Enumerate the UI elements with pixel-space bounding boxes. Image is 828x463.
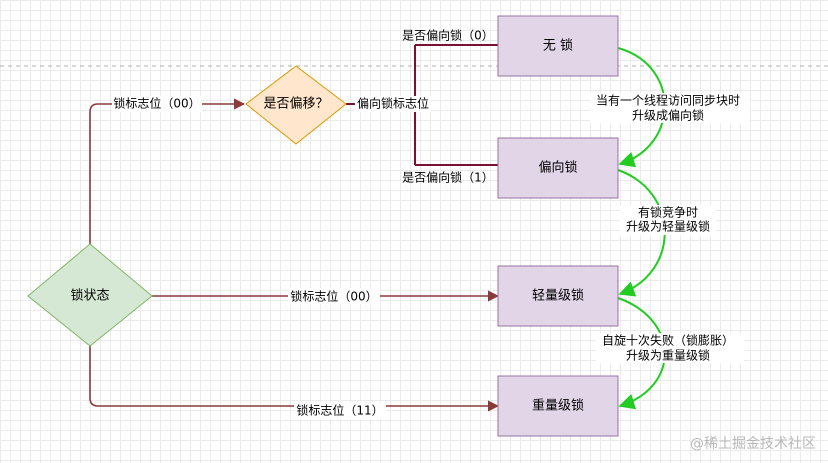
edge-label-to-isbiased: 锁标志位（00）	[113, 96, 200, 111]
edge-label-to-lightweight: 锁标志位（00）	[290, 289, 377, 304]
transition-label-light-to-heavy-line1: 自旋十次失败（锁膨胀）	[602, 333, 734, 348]
node-lock-state[interactable]: 锁状态	[27, 243, 153, 347]
transition-label-biased-to-light-line2: 升级为轻量级锁	[626, 219, 710, 234]
edge-label-to-heavyweight: 锁标志位（11）	[296, 403, 383, 418]
edge-label-branch: 偏向锁标志位	[357, 96, 429, 111]
edge-label-to-no-lock: 是否偏向锁（0）	[402, 28, 494, 43]
node-lightweight-lock[interactable]: 轻量级锁	[497, 265, 619, 327]
watermark: @稀土掘金技术社区	[690, 436, 816, 452]
node-heavyweight-lock-label: 重量级锁	[532, 398, 584, 414]
node-biased-lock-label: 偏向锁	[538, 160, 577, 176]
transition-label-biased-to-light-line1: 有锁竞争时	[638, 205, 698, 220]
node-biased-lock[interactable]: 偏向锁	[497, 137, 619, 199]
node-heavyweight-lock[interactable]: 重量级锁	[497, 375, 619, 437]
node-lightweight-lock-label: 轻量级锁	[532, 288, 584, 304]
node-no-lock[interactable]: 无 锁	[497, 15, 619, 77]
node-is-biased[interactable]: 是否偏移？	[245, 65, 347, 145]
edge-state-to-heavyweight	[89, 346, 500, 412]
transition-label-light-to-heavy-line2: 升级为重量级锁	[626, 348, 710, 363]
transition-label-no-to-biased-line2: 升级成偏向锁	[632, 108, 704, 123]
edge-state-to-isbiased	[89, 98, 246, 244]
node-no-lock-label: 无 锁	[543, 38, 573, 54]
node-is-biased-label: 是否偏移？	[263, 97, 328, 112]
transition-label-no-to-biased-line1: 当有一个线程访问同步块时	[596, 93, 740, 108]
edge-label-to-biased-lock: 是否偏向锁（1）	[402, 170, 494, 185]
node-lock-state-label: 锁状态	[70, 288, 109, 304]
